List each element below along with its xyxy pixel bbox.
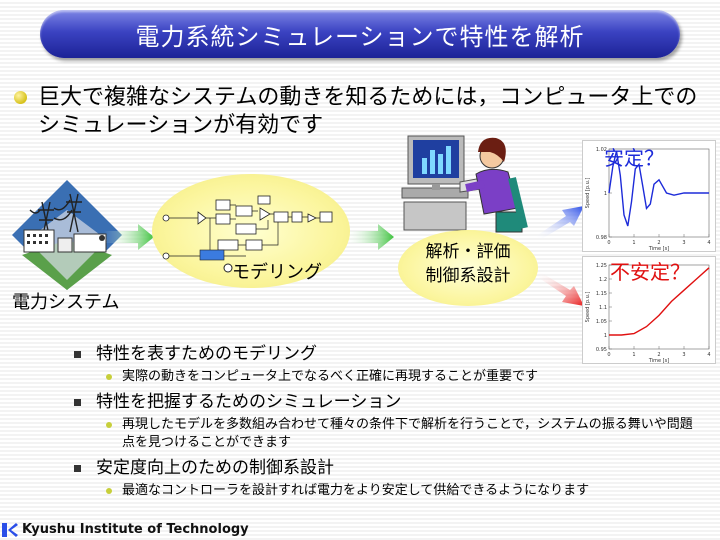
- y-tick-label: 1.25: [596, 263, 607, 269]
- y-tick-label: 0.95: [596, 347, 607, 353]
- x-tick-label: 3: [682, 352, 685, 358]
- lead-text: 巨大で複雑なシステムの動きを知るためには，コンピュータ上でのシミュレーションが有…: [38, 85, 698, 138]
- series-line: [608, 151, 709, 227]
- y-tick-label: 1.15: [596, 291, 607, 297]
- kyutech-logo-icon: [2, 523, 18, 537]
- computer-user-icon: [401, 135, 528, 233]
- y-tick-label: 1.1: [599, 305, 607, 311]
- bullet-heading: 安定度向上のための制御系設計: [70, 456, 700, 480]
- stable-label: 安定？: [604, 146, 664, 170]
- power-grid-icon: [12, 180, 122, 290]
- x-tick-label: 3: [682, 240, 685, 246]
- analysis-line2: 制御系設計: [425, 266, 511, 286]
- x-tick-label: 0: [607, 240, 610, 246]
- modeling-label: モデリング: [232, 262, 322, 283]
- bullet-heading: 特性を把握するためのシミュレーション: [70, 390, 700, 414]
- arrow-right-icon: [344, 224, 394, 250]
- y-axis-label: Speed [p.u.]: [585, 178, 591, 209]
- x-tick-label: 4: [707, 352, 710, 358]
- x-tick-label: 1: [632, 352, 635, 358]
- x-tick-label: 1: [632, 240, 635, 246]
- block-diagram-icon: [162, 195, 333, 261]
- series-line: [609, 267, 710, 336]
- y-tick-label: 1: [604, 333, 607, 339]
- footer-org-name: Kyushu Institute of Technology: [22, 522, 249, 537]
- lead-bullet: 巨大で複雑なシステムの動きを知るためには，コンピュータ上でのシミュレーションが有…: [14, 84, 704, 140]
- y-tick-label: 0.98: [596, 235, 607, 241]
- source-symbol-icon: [223, 263, 233, 273]
- footer: Kyushu Institute of Technology: [0, 520, 720, 540]
- dot-bullet-icon: [106, 374, 112, 380]
- x-tick-label: 2: [657, 240, 660, 246]
- bullet-heading: 特性を表すためのモデリング: [70, 342, 700, 366]
- analysis-label: 解析・評価 制御系設計: [398, 240, 538, 288]
- y-tick-label: 1.02: [596, 147, 607, 153]
- x-tick-label: 2: [657, 352, 660, 358]
- analysis-line1: 解析・評価: [425, 242, 511, 262]
- x-axis-label: Time [s]: [648, 358, 669, 363]
- x-tick-label: 4: [707, 240, 710, 246]
- x-axis-label: Time [s]: [648, 246, 669, 251]
- square-bullet-icon: [74, 351, 81, 358]
- analysis-oval: [398, 230, 538, 306]
- dot-bullet-icon: [106, 488, 112, 494]
- unstable-label: 不安定？: [610, 260, 690, 284]
- dot-bullet-icon: [106, 422, 112, 428]
- x-tick-label: 0: [607, 352, 610, 358]
- y-axis-label: Speed [p.u.]: [585, 292, 591, 323]
- bullet-sub: 最適なコントローラを設計すれば電力をより安定して供給できるようになります: [70, 482, 700, 500]
- arrow-up-right-icon: [536, 206, 584, 240]
- y-tick-label: 1: [604, 191, 607, 197]
- bullet-dot-icon: [14, 91, 27, 104]
- y-tick-label: 1.05: [596, 319, 607, 325]
- square-bullet-icon: [74, 465, 81, 472]
- slide-title: 電力系統シミュレーションで特性を解析: [40, 10, 680, 58]
- arrow-right-icon: [104, 224, 154, 250]
- square-bullet-icon: [74, 399, 81, 406]
- bullet-list: 特性を表すためのモデリング 実際の動きをコンピュータ上でなるべく正確に再現するこ…: [70, 340, 700, 504]
- arrow-down-right-icon: [536, 272, 584, 306]
- bullet-sub: 実際の動きをコンピュータ上でなるべく正確に再現することが重要です: [70, 368, 700, 386]
- bullet-sub: 再現したモデルを多数組み合わせて種々の条件下で解析を行うことで，システムの振る舞…: [70, 416, 700, 452]
- power-system-label: 電力システム: [12, 292, 120, 313]
- y-tick-label: 1.2: [599, 277, 607, 283]
